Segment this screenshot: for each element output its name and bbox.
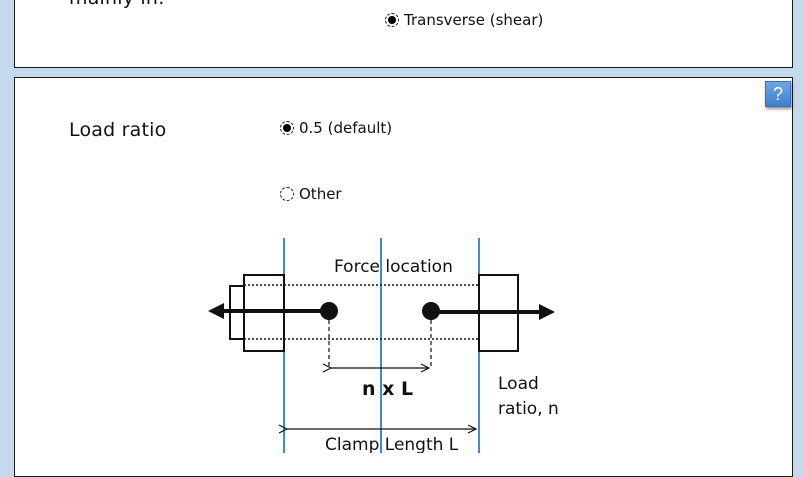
load-ratio-label-line1: Load <box>498 374 539 394</box>
joint-type-panel: mainly in: Transverse (shear) <box>14 0 793 68</box>
load-ratio-title: Load ratio <box>69 119 167 141</box>
load-ratio-panel: Load ratio 0.5 (default) Other <box>14 77 793 477</box>
radio-label: Transverse (shear) <box>404 11 544 29</box>
load-ratio-label-line2: ratio, n <box>498 399 559 419</box>
force-location-label: Force location <box>334 257 453 277</box>
n-times-l-label: n x L <box>362 378 413 400</box>
left-force-arrowhead <box>208 303 224 319</box>
radio-button[interactable] <box>280 121 294 135</box>
radio-other-ratio[interactable]: Other <box>280 185 342 203</box>
clamp-length-label: Clamp Length L <box>325 435 459 453</box>
right-force-point <box>422 302 440 320</box>
radio-label: Other <box>299 185 342 203</box>
help-button[interactable]: ? <box>765 81 791 107</box>
radio-label: 0.5 (default) <box>299 119 393 137</box>
radio-transverse-shear[interactable]: Transverse (shear) <box>385 11 543 29</box>
right-force-arrowhead <box>539 304 555 320</box>
radio-button[interactable] <box>385 13 399 27</box>
radio-selected-dot <box>283 124 291 132</box>
radio-button[interactable] <box>280 187 294 201</box>
radio-default-ratio[interactable]: 0.5 (default) <box>280 119 392 137</box>
radio-selected-dot <box>388 16 396 24</box>
question-label: mainly in: <box>69 0 165 9</box>
load-ratio-diagram: Force location n x L Load ratio, n Clamp… <box>208 238 559 453</box>
left-force-point <box>320 302 338 320</box>
